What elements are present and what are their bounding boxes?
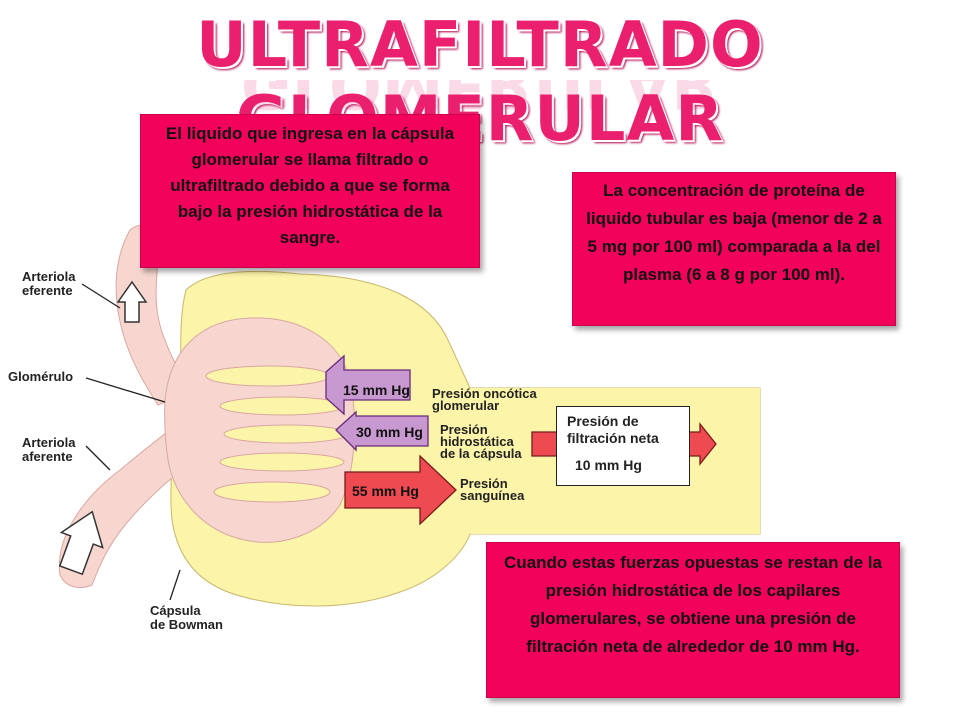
blood-pressure-arrow bbox=[344, 454, 457, 526]
info-box-protein: La concentración de proteína de liquido … bbox=[572, 172, 896, 326]
oncotic-pressure-arrow bbox=[325, 354, 411, 416]
net-filtration-value: 10 mm Hg bbox=[575, 457, 642, 473]
afferent-arteriole-label: Arteriola aferente bbox=[22, 435, 76, 464]
efferent-arteriole-label: Arteriola eferente bbox=[22, 269, 76, 298]
net-filtration-box: Presión de filtración neta 10 mm Hg bbox=[556, 406, 690, 486]
info-box-filtrate-text: El liquido que ingresa en la cápsula glo… bbox=[165, 124, 455, 247]
info-box-net-pressure-text: Cuando estas fuerzas opuestas se restan … bbox=[504, 553, 882, 656]
capsule-pressure-value: 30 mm Hg bbox=[356, 424, 423, 440]
oncotic-value: 15 mm Hg bbox=[343, 382, 410, 398]
efferent-flow-arrow bbox=[116, 280, 148, 323]
net-filtration-label: Presión de filtración neta bbox=[567, 413, 659, 446]
afferent-flow-arrow bbox=[58, 510, 104, 576]
bowman-capsule-label: Cápsula de Bowman bbox=[150, 603, 223, 632]
glomerular-loops bbox=[205, 365, 349, 503]
oncotic-pressure-label: Presión oncótica glomerular bbox=[432, 386, 537, 413]
leader-lines bbox=[81, 283, 181, 601]
blood-pressure-value: 55 mm Hg bbox=[352, 483, 419, 499]
capsule-pressure-label: Presión hidrostática de la cápsula bbox=[440, 422, 522, 461]
glomerulus-label: Glomérulo bbox=[8, 369, 74, 384]
info-box-protein-text: La concentración de proteína de liquido … bbox=[586, 181, 882, 284]
blood-pressure-label: Presión sanguínea bbox=[460, 476, 525, 503]
info-box-net-pressure: Cuando estas fuerzas opuestas se restan … bbox=[486, 542, 900, 698]
capsule-pressure-arrow bbox=[335, 410, 429, 452]
info-box-filtrate: El liquido que ingresa en la cápsula glo… bbox=[140, 114, 480, 268]
